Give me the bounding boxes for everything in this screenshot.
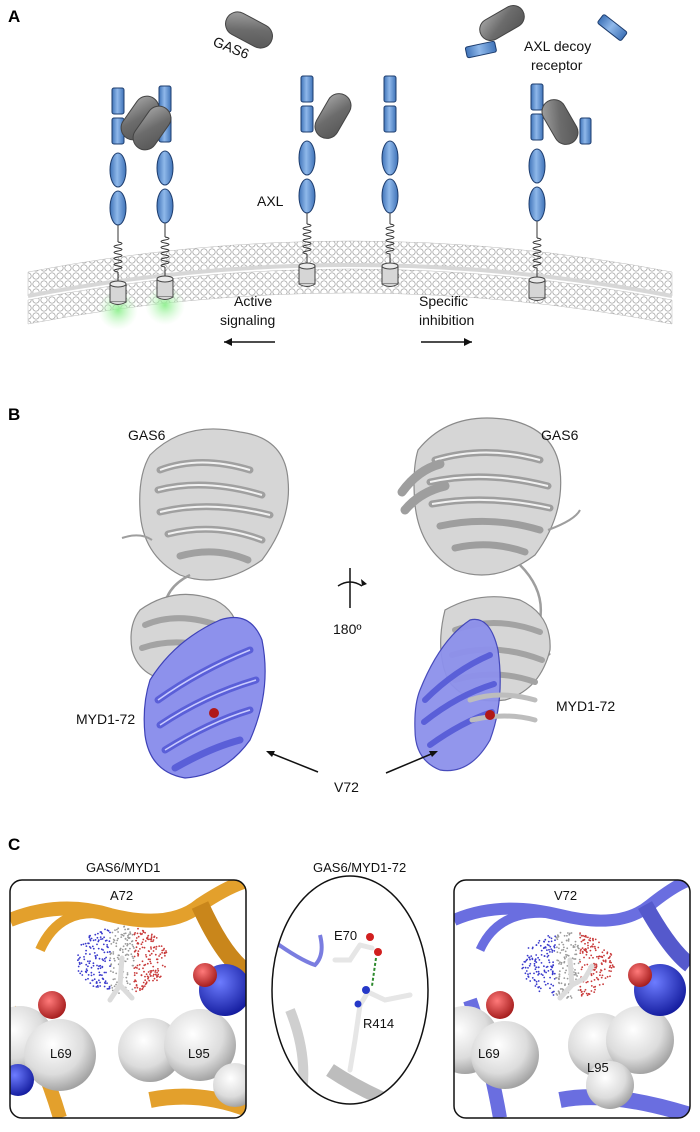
panel-a-letter: A [8,7,20,26]
gas6-myd1-title: GAS6/MYD1 [86,860,160,875]
specific-inhibition-line2: inhibition [419,312,474,328]
right-l95-label: L95 [587,1060,609,1075]
decoy-receptor-bound [580,118,591,144]
left-l69-label: L69 [50,1046,72,1061]
v72-closeup-label: V72 [554,888,577,903]
v72-label: V72 [334,779,359,795]
rotation-icon [338,568,367,608]
structure-right [402,418,580,771]
active-signaling-line1: Active [234,293,272,309]
arrow-left [224,338,275,346]
specific-inhibition-line1: Specific [419,293,468,309]
e70-label: E70 [334,928,357,943]
right-l69-label: L69 [478,1046,500,1061]
decoy-label-line2: receptor [531,57,583,73]
gas6-left-label: GAS6 [128,427,166,443]
rotation-label: 180º [333,621,361,637]
structure-left [122,429,288,778]
active-signaling-line2: signaling [220,312,275,328]
a72-label: A72 [110,888,133,903]
gas6-bound-single [311,89,356,143]
closeup-left [0,880,257,1118]
closeup-middle [272,876,428,1104]
arrow-right [421,338,472,346]
gas6-right-label: GAS6 [541,427,579,443]
myd-right-label: MYD1-72 [556,698,615,714]
axl-label: AXL [257,193,284,209]
left-l95-label: L95 [188,1046,210,1061]
gas6-myd1-72-title: GAS6/MYD1-72 [313,860,406,875]
closeup-right [431,880,690,1118]
v72-arrows [266,751,438,773]
gas6-decoy-bound [538,95,583,149]
r414-label: R414 [363,1016,394,1031]
myd-left-label: MYD1-72 [76,711,135,727]
decoy-label-line1: AXL decoy [524,38,591,54]
panel-b-letter: B [8,405,20,424]
panel-c-letter: C [8,835,20,854]
